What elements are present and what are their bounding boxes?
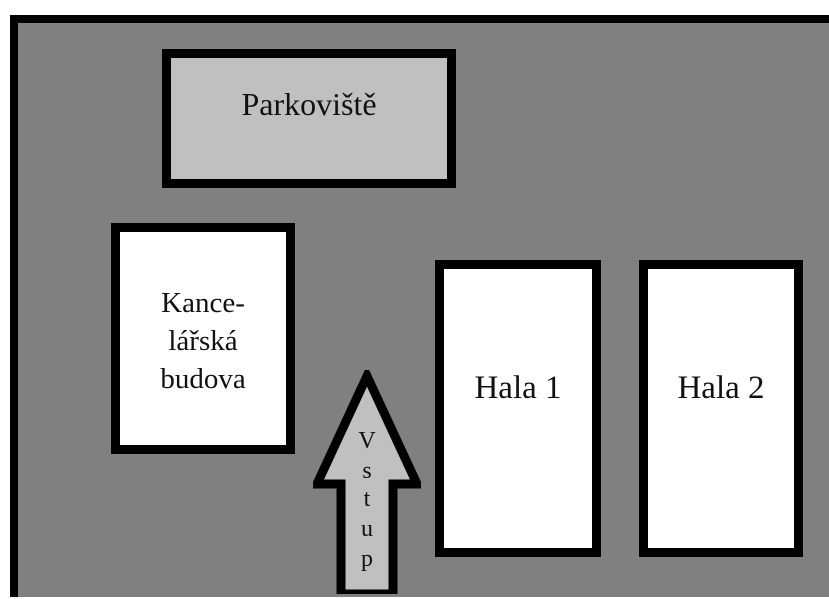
entrance-letter: t	[363, 486, 371, 512]
entrance-letter: s	[362, 458, 372, 484]
entrance-letter: p	[361, 546, 373, 572]
parking-label: Parkoviště	[241, 86, 377, 122]
entrance-arrow: V s t u p	[309, 365, 425, 599]
hall-1-label: Hala 1	[474, 370, 562, 406]
entrance-letter: u	[361, 516, 373, 542]
entrance-letter: V	[358, 428, 376, 454]
hall-2: Hala 2	[639, 260, 803, 557]
hall-1: Hala 1	[435, 260, 601, 557]
office-building: Kance- lářská budova	[111, 223, 295, 454]
office-label: Kance- lářská budova	[160, 286, 246, 395]
parking-lot: Parkoviště	[162, 49, 456, 188]
hall-2-label: Hala 2	[677, 370, 765, 406]
